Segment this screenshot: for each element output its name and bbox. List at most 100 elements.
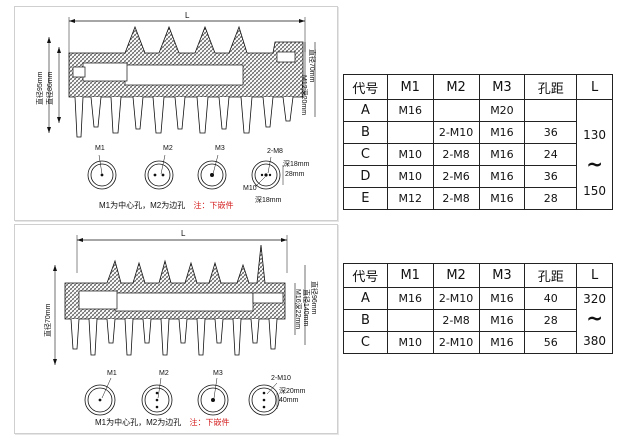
- table1-cell-m3: M20: [478, 99, 526, 122]
- top-m4-center: M10: [243, 185, 257, 192]
- top-dim-left-inner: 直径86mm: [47, 71, 54, 105]
- bottom-m4-depth: 深20mm: [279, 388, 306, 395]
- table2-L-sep: ~: [586, 306, 603, 330]
- table2-header-code: 代号: [343, 263, 388, 288]
- table2-L-range: 320 ~ 380: [576, 287, 613, 354]
- table1-cell-m2: 2-M10: [432, 121, 480, 144]
- table2-cell-m3: M16: [478, 309, 526, 332]
- table1-cell-dist: 36: [524, 121, 578, 144]
- top-dim-L: L: [185, 11, 190, 20]
- table2-cell-code: A: [343, 287, 388, 310]
- table2-cell-m1: M16: [386, 287, 434, 310]
- top-hole-label-m2: M2: [163, 145, 173, 152]
- table1-header-dist: 孔距: [524, 74, 578, 100]
- table1-cell-m1: M12: [386, 187, 434, 210]
- table1-header-m3: M3: [478, 74, 526, 100]
- top-m4-size: 28mm: [285, 171, 305, 178]
- top-hole-label-m1: M1: [95, 145, 105, 152]
- table1-L-min: 130: [583, 128, 607, 142]
- table2-cell-m2: 2-M8: [432, 309, 480, 332]
- bottom-dim-L: L: [181, 229, 186, 238]
- table1-cell-code: C: [343, 143, 388, 166]
- table2-header-m1: M1: [386, 263, 434, 288]
- table-row: B 2-M10 M16 36: [343, 121, 613, 144]
- top-insulator-drawing: L: [47, 11, 316, 190]
- table2-cell-code: B: [343, 309, 388, 332]
- table1-cell-m3: M16: [478, 165, 526, 188]
- top-drawing-panel: L 直径95mm 直径86mm 直径70mm M12深20mm M1 M2 M3…: [14, 6, 338, 221]
- table1-cell-m2: 2-M8: [432, 143, 480, 166]
- table2-header-m2: M2: [432, 263, 480, 288]
- table2-cell-m2: 2-M10: [432, 287, 480, 310]
- table-row: D M10 2-M6 M16 36: [343, 165, 613, 188]
- table-row: A M16 2-M10 M16 40 320 ~ 380: [343, 287, 613, 354]
- top-note-text: M1为中心孔，M2为边孔: [99, 201, 186, 210]
- table1-cell-m1: M16: [386, 99, 434, 122]
- table1-header-row: 代号 M1 M2 M3 孔距 L: [343, 74, 613, 100]
- table1-cell-code: D: [343, 165, 388, 188]
- table1-cell-code: E: [343, 187, 388, 210]
- table1-cell-m1: M10: [386, 143, 434, 166]
- table2-header-dist: 孔距: [524, 263, 578, 288]
- bottom-hole-label-m3: M3: [213, 370, 223, 377]
- table2-cell-code: C: [343, 331, 388, 354]
- bottom-dim-right-thread: M16深22mm: [294, 289, 301, 330]
- bottom-note-red: 注：下嵌件: [189, 418, 230, 427]
- table1-cell-dist: 24: [524, 143, 578, 166]
- bottom-note-text: M1为中心孔，M2为边孔: [95, 418, 182, 427]
- bottom-hole-label-m1: M1: [107, 370, 117, 377]
- table2-L-max: 380: [583, 334, 607, 348]
- table2-header-m3: M3: [478, 263, 526, 288]
- bottom-m4-label: 2-M10: [271, 375, 291, 382]
- table1-cell-dist: 36: [524, 165, 578, 188]
- top-note-red: 注：下嵌件: [193, 201, 234, 210]
- table1-L-max: 150: [583, 184, 607, 198]
- table1-cell-m3: M16: [478, 143, 526, 166]
- table1-cell-m1: [386, 121, 434, 144]
- bottom-drawing-panel: L: [14, 224, 338, 434]
- table2-cell-dist: 56: [524, 331, 578, 354]
- bottom-hole-label-m2: M2: [159, 370, 169, 377]
- bottom-note: M1为中心孔，M2为边孔 注：下嵌件: [95, 417, 229, 428]
- table-row: C M10 2-M8 M16 24: [343, 143, 613, 166]
- table1-header-m2: M2: [432, 74, 480, 100]
- bottom-insulator-drawing: L: [53, 229, 306, 416]
- table1-cell-code: B: [343, 121, 388, 144]
- table1-cell-dist: 28: [524, 187, 578, 210]
- table-row: A M16 M20 130 ~ 150: [343, 99, 613, 210]
- table1-L-sep: ~: [586, 152, 603, 176]
- top-dim-right-thread: M12深20mm: [300, 75, 307, 116]
- table1-cell-m3: M16: [478, 187, 526, 210]
- table1-cell-m2: 2-M6: [432, 165, 480, 188]
- table2-L-min: 320: [583, 292, 607, 306]
- table1-cell-dist: [524, 99, 578, 122]
- table1-cell-m1: M10: [386, 165, 434, 188]
- table1-header-L: L: [576, 74, 613, 100]
- top-hole-label-m3: M3: [215, 145, 225, 152]
- top-dim-left-outer: 直径95mm: [37, 71, 44, 105]
- table2-cell-m2: 2-M10: [432, 331, 480, 354]
- table2-cell-m3: M16: [478, 331, 526, 354]
- table1-cell-m3: M16: [478, 121, 526, 144]
- table1-L-range: 130 ~ 150: [576, 99, 613, 210]
- table2-header-row: 代号 M1 M2 M3 孔距 L: [343, 263, 613, 288]
- top-m4-label: 2-M8: [267, 148, 283, 155]
- table2-cell-dist: 28: [524, 309, 578, 332]
- bottom-m4-size: 40mm: [279, 397, 299, 404]
- table2-header-L: L: [576, 263, 613, 288]
- table2-cell-dist: 40: [524, 287, 578, 310]
- table2-cell-m1: M10: [386, 331, 434, 354]
- table2-cell-m1: [386, 309, 434, 332]
- table1-header-m1: M1: [386, 74, 434, 100]
- table1-cell-code: A: [343, 99, 388, 122]
- table2-cell-m3: M16: [478, 287, 526, 310]
- table-row: E M12 2-M8 M16 28: [343, 187, 613, 210]
- top-m4-depth2: 深18mm: [255, 197, 282, 204]
- table-row: C M10 2-M10 M16 56: [343, 331, 613, 354]
- table-row: B 2-M8 M16 28: [343, 309, 613, 332]
- top-note: M1为中心孔，M2为边孔 注：下嵌件: [99, 200, 233, 211]
- table1-cell-m2: [432, 99, 480, 122]
- top-m4-depth1: 深18mm: [283, 161, 310, 168]
- spec-table-1: 代号 M1 M2 M3 孔距 L A M16 M20 130 ~ 150 B 2…: [343, 74, 613, 210]
- table1-header-code: 代号: [343, 74, 388, 100]
